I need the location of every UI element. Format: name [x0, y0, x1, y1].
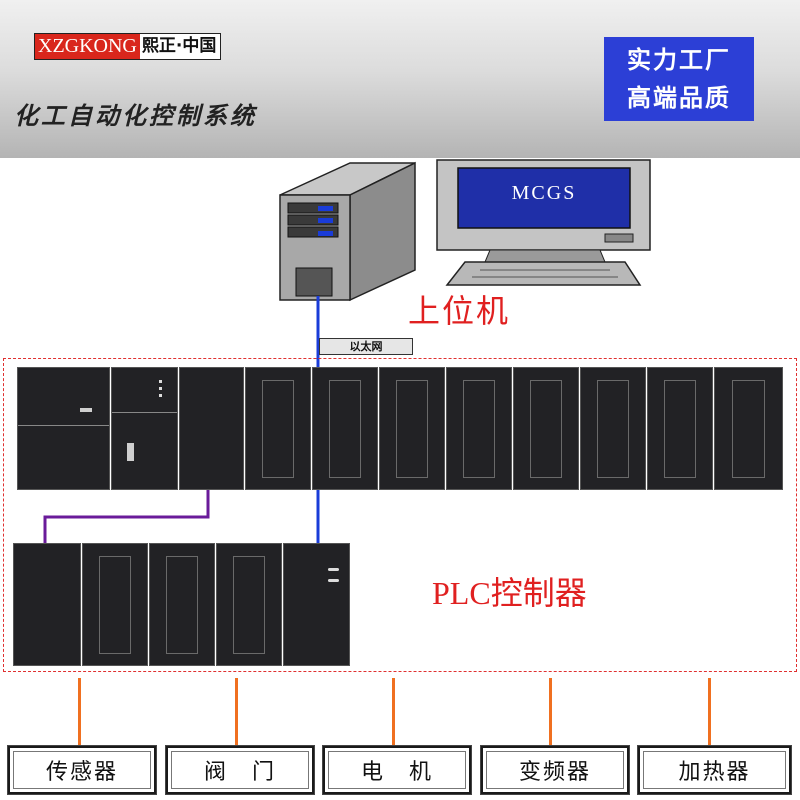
rack-link-line	[43, 490, 210, 543]
field-line	[78, 678, 81, 746]
promo-line-1: 实力工厂	[627, 46, 731, 74]
brand-logo: XZGKONG 熙正·中国	[34, 33, 222, 60]
io-module	[446, 367, 512, 490]
device-label: 阀 门	[203, 760, 276, 785]
device-label: 电 机	[360, 760, 433, 785]
device-motor: 电 机	[322, 745, 472, 795]
field-line	[235, 678, 238, 746]
io-module	[580, 367, 646, 490]
device-inverter: 变频器	[480, 745, 630, 795]
plc-label: PLC控制器	[432, 575, 587, 611]
io-module	[714, 367, 783, 490]
promo-line-2: 高端品质	[627, 84, 731, 112]
device-sensor: 传感器	[7, 745, 157, 795]
ethernet-label: 以太网	[319, 338, 413, 355]
logo-text-en: XZGKONG	[35, 34, 140, 59]
io-module	[513, 367, 579, 490]
plc-frame	[3, 358, 797, 672]
io-module	[312, 367, 378, 490]
server-tower-icon	[279, 161, 416, 302]
promo-badge: 实力工厂 高端品质	[604, 37, 754, 121]
expansion-power-module	[13, 543, 81, 666]
interface-module	[283, 543, 350, 666]
device-label: 加热器	[678, 760, 751, 785]
power-module	[17, 367, 110, 490]
field-line	[708, 678, 711, 746]
io-module	[149, 543, 215, 666]
io-module	[245, 367, 311, 490]
header-banner: XZGKONG 熙正·中国 化工自动化控制系统 实力工厂 高端品质	[0, 0, 800, 158]
host-label: 上位机	[408, 293, 511, 329]
io-module	[379, 367, 445, 490]
field-line	[392, 678, 395, 746]
device-label: 变频器	[518, 760, 591, 785]
monitor-icon	[436, 159, 651, 286]
io-module	[216, 543, 282, 666]
io-module	[82, 543, 148, 666]
page-title: 化工自动化控制系统	[14, 102, 257, 130]
io-module	[647, 367, 713, 490]
logo-text-cn: 熙正·中国	[139, 34, 221, 59]
device-valve: 阀 门	[165, 745, 315, 795]
cpu-module	[111, 367, 178, 490]
comm-module	[179, 367, 244, 490]
field-line	[549, 678, 552, 746]
device-heater: 加热器	[637, 745, 792, 795]
device-label: 传感器	[45, 760, 118, 785]
monitor-screen-text: MCGS	[511, 182, 577, 204]
